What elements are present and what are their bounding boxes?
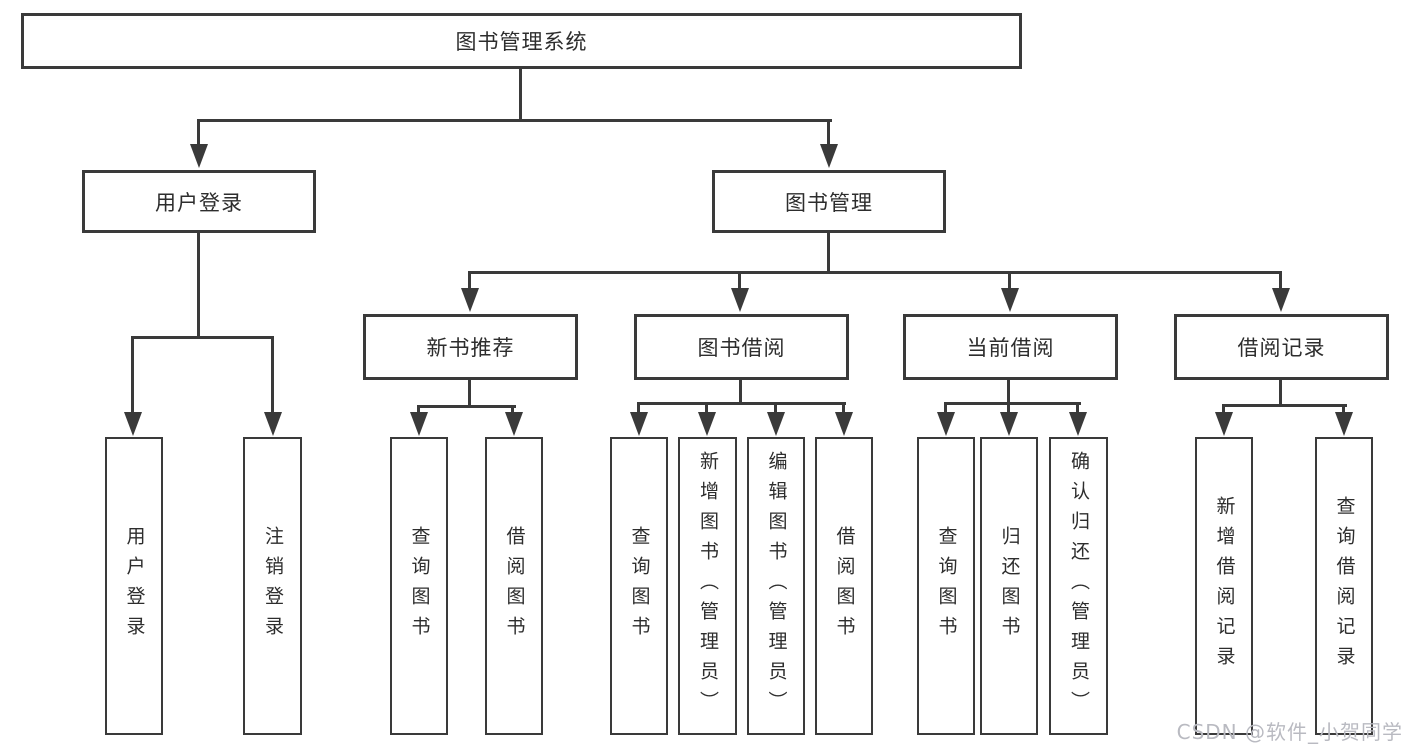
connector-line: [198, 119, 832, 122]
leaf-label: 归还图书: [998, 526, 1021, 646]
node-label: 借阅记录: [1237, 336, 1326, 360]
arrowhead-down-icon: [461, 288, 479, 312]
node-new-book-recommend: 新书推荐: [363, 314, 578, 380]
connector-line: [842, 402, 845, 416]
connector-line: [468, 380, 471, 407]
connector-line: [131, 336, 134, 415]
connector-line: [468, 271, 1282, 274]
csdn-watermark: CSDN @软件_小贺同学: [1176, 720, 1403, 744]
node-current-borrowing: 当前借阅: [903, 314, 1118, 380]
leaf-query-books-current: 查询图书: [917, 437, 975, 735]
leaf-label: 用户登录: [123, 526, 146, 646]
connector-line: [197, 119, 200, 149]
arrowhead-down-icon: [1069, 412, 1087, 436]
node-label: 图书管理系统: [455, 30, 588, 54]
arrowhead-down-icon: [835, 412, 853, 436]
arrowhead-down-icon: [190, 144, 208, 168]
arrowhead-down-icon: [124, 412, 142, 436]
connector-line: [417, 405, 516, 408]
node-borrowing-records: 借阅记录: [1174, 314, 1389, 380]
connector-line: [519, 69, 522, 121]
leaf-query-books-borrowing: 查询图书: [610, 437, 668, 735]
node-label: 当前借阅: [966, 336, 1055, 360]
connector-line: [1222, 404, 1347, 407]
connector-line: [1076, 402, 1079, 416]
connector-line: [944, 402, 947, 416]
node-book-borrowing: 图书借阅: [634, 314, 849, 380]
leaf-label: 查询图书: [408, 526, 431, 646]
connector-line: [705, 402, 708, 416]
arrowhead-down-icon: [630, 412, 648, 436]
leaf-label: 确认归还（管理员）: [1068, 451, 1090, 721]
leaf-label: 注销登录: [262, 526, 284, 646]
connector-line: [738, 271, 741, 293]
arrowhead-down-icon: [937, 412, 955, 436]
connector-line: [1279, 271, 1282, 293]
connector-line: [1222, 404, 1225, 416]
connector-line: [271, 336, 274, 415]
leaf-query-borrow-record: 查询借阅记录: [1315, 437, 1373, 735]
arrowhead-down-icon: [505, 412, 523, 436]
arrowhead-down-icon: [731, 288, 749, 312]
arrowhead-down-icon: [1272, 288, 1290, 312]
connector-line: [827, 119, 830, 149]
leaf-borrow-books-recommend: 借阅图书: [485, 437, 543, 735]
node-book-management: 图书管理: [712, 170, 946, 233]
node-label: 图书管理: [785, 190, 873, 215]
leaf-edit-books-admin: 编辑图书（管理员）: [747, 437, 805, 735]
leaf-label: 查询图书: [628, 526, 651, 646]
leaf-label: 新增借阅记录: [1213, 496, 1236, 676]
node-user-login: 用户登录: [82, 170, 316, 233]
connector-line: [1007, 380, 1010, 404]
leaf-label: 查询图书: [935, 526, 958, 646]
leaf-query-books-recommend: 查询图书: [390, 437, 448, 735]
node-label: 用户登录: [155, 190, 243, 215]
connector-line: [131, 336, 274, 339]
connector-line: [1342, 404, 1345, 416]
connector-line: [417, 405, 420, 417]
leaf-borrow-books-borrowing: 借阅图书: [815, 437, 873, 735]
connector-line: [1007, 402, 1010, 416]
leaf-label: 借阅图书: [503, 526, 526, 646]
leaf-user-login: 用户登录: [105, 437, 163, 735]
connector-line: [1279, 380, 1282, 406]
connector-line: [511, 405, 514, 417]
leaf-logout: 注销登录: [243, 437, 302, 735]
leaf-label: 借阅图书: [833, 526, 856, 646]
connector-line: [468, 271, 471, 293]
leaf-return-books: 归还图书: [980, 437, 1038, 735]
arrowhead-down-icon: [698, 412, 716, 436]
leaf-label: 编辑图书（管理员）: [765, 451, 788, 721]
arrowhead-down-icon: [410, 412, 428, 436]
node-library-management-system: 图书管理系统: [21, 13, 1022, 69]
arrowhead-down-icon: [1215, 412, 1233, 436]
connector-line: [739, 380, 742, 404]
connector-line: [1008, 271, 1011, 293]
connector-line: [827, 233, 830, 274]
connector-line: [637, 402, 640, 416]
node-label: 新书推荐: [426, 336, 515, 360]
connector-line: [774, 402, 777, 416]
arrowhead-down-icon: [1000, 412, 1018, 436]
arrowhead-down-icon: [820, 144, 838, 168]
connector-line: [637, 402, 846, 405]
arrowhead-down-icon: [767, 412, 785, 436]
leaf-add-borrow-record: 新增借阅记录: [1195, 437, 1253, 735]
connector-line: [944, 402, 1081, 405]
arrowhead-down-icon: [1335, 412, 1353, 436]
arrowhead-down-icon: [1001, 288, 1019, 312]
connector-line: [197, 233, 200, 339]
leaf-label: 查询借阅记录: [1333, 496, 1356, 676]
arrowhead-down-icon: [264, 412, 282, 436]
node-label: 图书借阅: [697, 336, 786, 360]
leaf-add-books-admin: 新增图书（管理员）: [678, 437, 737, 735]
leaf-confirm-return-admin: 确认归还（管理员）: [1049, 437, 1108, 735]
leaf-label: 新增图书（管理员）: [697, 451, 719, 721]
